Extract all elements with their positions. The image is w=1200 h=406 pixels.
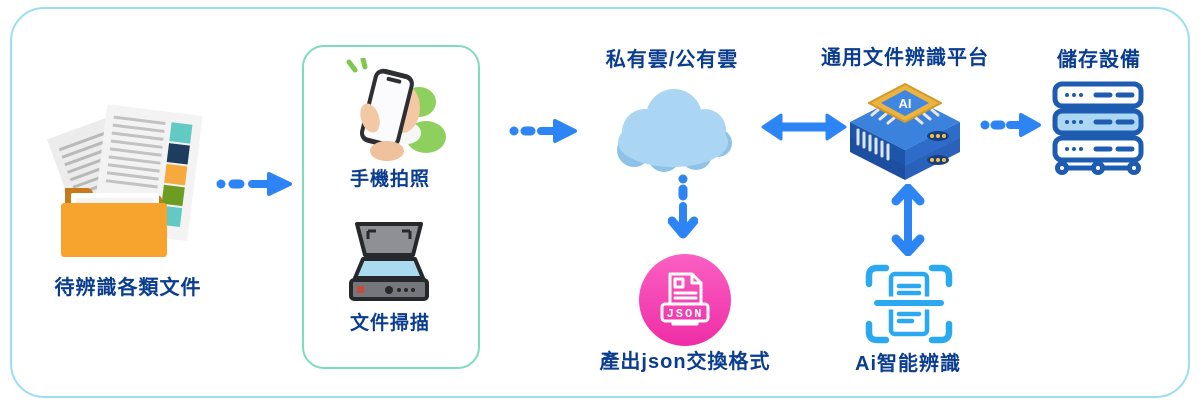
ai-chip-icon: AI xyxy=(842,74,968,184)
arrow-cloud-platform-bidirectional xyxy=(758,110,850,144)
scanner-icon xyxy=(343,220,435,304)
outer-frame xyxy=(10,7,1190,398)
arrow-capture-to-cloud xyxy=(508,118,580,144)
arrow-cloud-to-json xyxy=(668,174,698,244)
server-stack-icon xyxy=(1048,80,1148,176)
storage-title: 儲存設備 xyxy=(1057,49,1141,71)
chip-ai-text: AI xyxy=(899,96,912,111)
ai-scan-icon xyxy=(861,260,957,348)
scanner-label: 文件掃描 xyxy=(349,313,430,334)
documents-folder-icon xyxy=(35,90,215,262)
cloud-icon xyxy=(604,80,740,175)
arrow-platform-to-storage xyxy=(980,112,1044,138)
source-label: 待辨識各類文件 xyxy=(54,277,202,299)
json-badge-text: JSON xyxy=(667,307,704,321)
ai-recognition-label: Ai智能辨識 xyxy=(855,353,961,375)
json-output-label: 產出json交換格式 xyxy=(599,351,771,373)
json-file-icon: JSON xyxy=(637,252,733,348)
arrow-platform-ai-bidirectional xyxy=(890,184,926,256)
cloud-title: 私有雲/公有雲 xyxy=(605,49,739,71)
phone-label: 手機拍照 xyxy=(349,169,430,190)
phone-camera-icon xyxy=(330,58,450,164)
platform-title: 通用文件辨識平台 xyxy=(821,47,989,69)
arrow-source-to-capture xyxy=(214,171,296,197)
